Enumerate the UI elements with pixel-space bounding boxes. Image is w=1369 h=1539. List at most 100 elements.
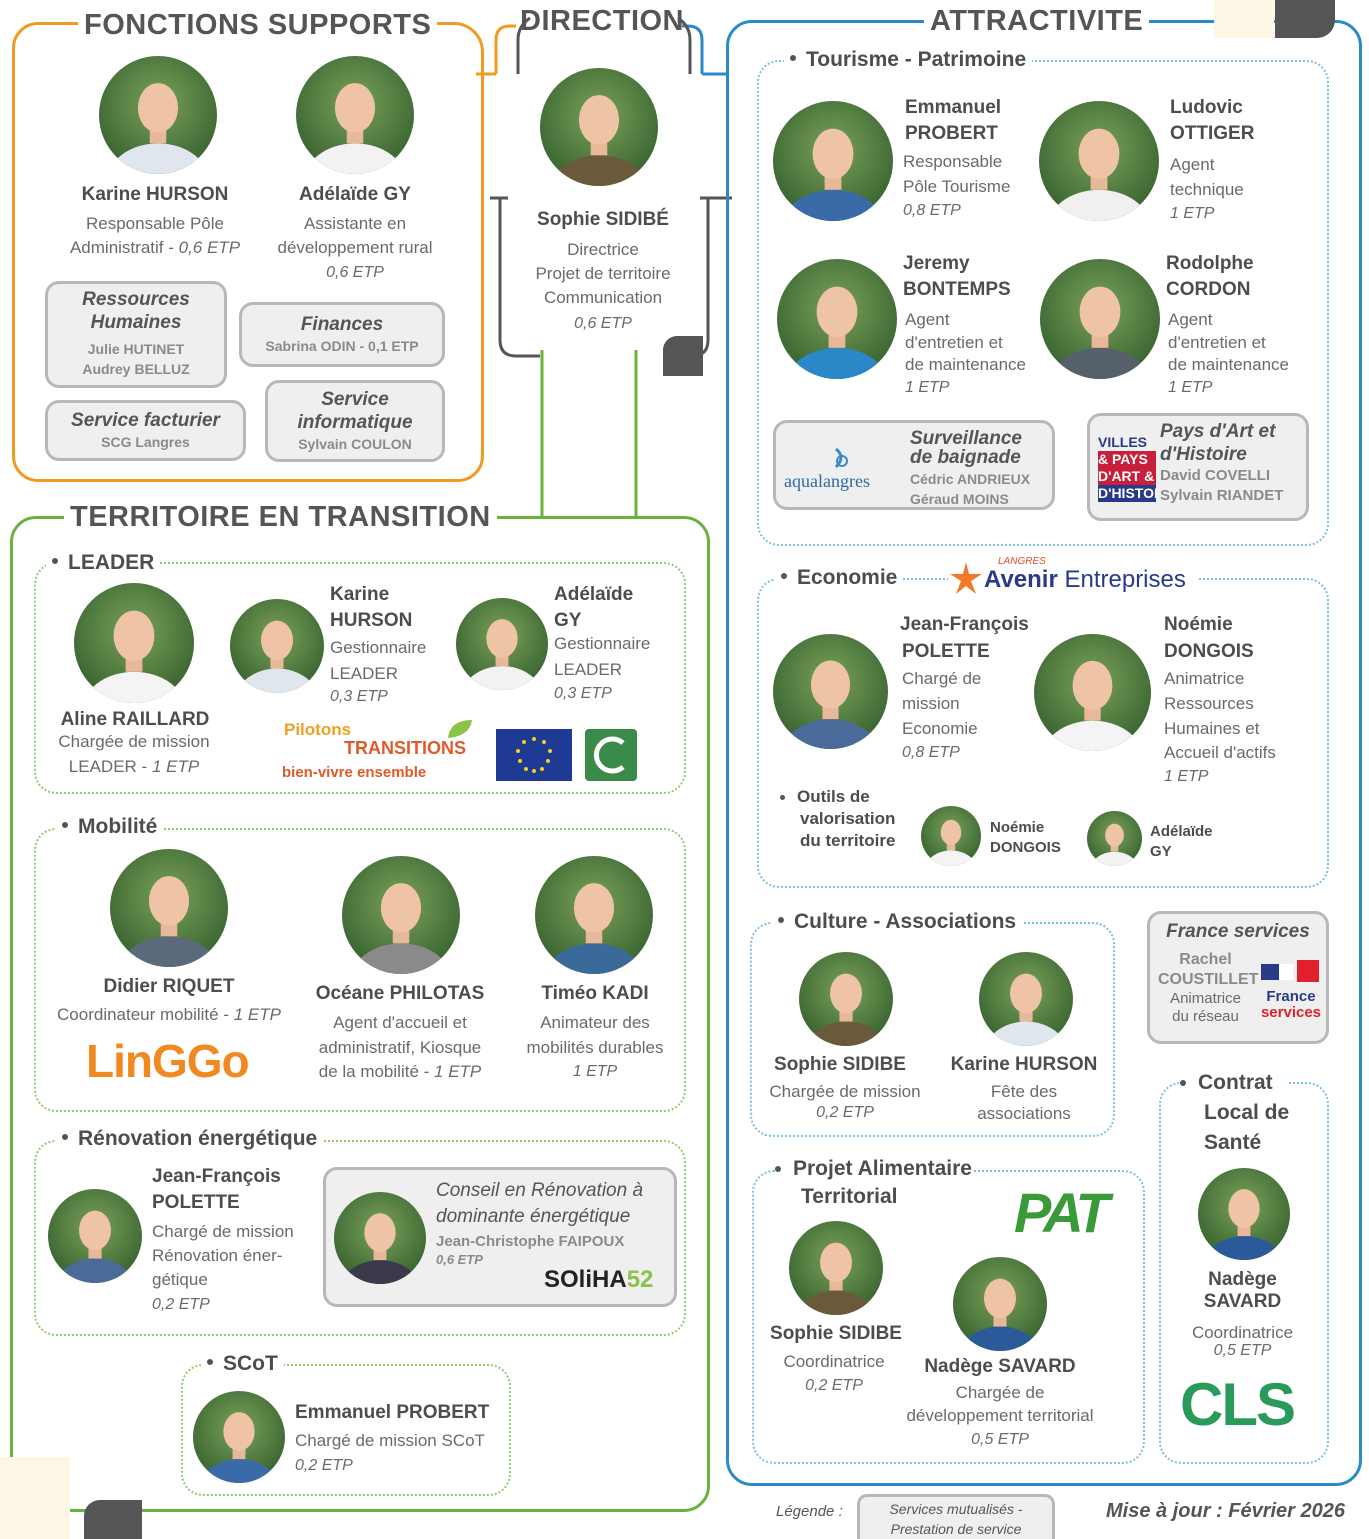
avatar-outils-noemie bbox=[921, 806, 981, 866]
title-cls: Contrat Local de Santé bbox=[1180, 1068, 1290, 1158]
avatar-scot-emmanuel bbox=[193, 1391, 285, 1483]
name-pat-nadege: Nadège SAVARD bbox=[924, 1356, 1076, 1377]
role-projet-territoire: Projet de territoire bbox=[535, 264, 671, 283]
first-jeremy-bontemps: Jeremy bbox=[903, 253, 970, 274]
eu-stars-icon bbox=[516, 737, 552, 773]
role-timeo-kadi: Animateur des bbox=[540, 1013, 650, 1032]
decor-cream-square bbox=[1214, 0, 1274, 38]
avatar-adelaide-gy bbox=[296, 56, 414, 174]
section-title-territoire: TERRITOIRE EN TRANSITION bbox=[64, 500, 497, 534]
section-title-fonctions-supports: FONCTIONS SUPPORTS bbox=[78, 8, 438, 42]
etp-jeremy-bontemps: 1 ETP bbox=[905, 379, 950, 396]
role2-renov-jean-francois: Rénovation éner- bbox=[152, 1246, 283, 1265]
name-aline-raillard: Aline RAILLARD bbox=[60, 709, 210, 730]
role-karine-hurson: Responsable Pôle bbox=[86, 214, 224, 233]
leader-logo bbox=[585, 729, 637, 781]
name-culture-sophie: Sophie SIDIBE bbox=[774, 1054, 906, 1075]
title-renovation: Rénovation énergétique bbox=[56, 1126, 324, 1152]
role3-rodolphe-cordon: de maintenance bbox=[1168, 355, 1289, 374]
flag-icon bbox=[1261, 960, 1319, 982]
first-cls-nadege: Nadège bbox=[1208, 1269, 1277, 1290]
avatar-noemie-dongois bbox=[1034, 634, 1151, 751]
role-leader-adelaide: Gestionnaire bbox=[554, 634, 651, 653]
role3-oceane-philotas: de la mobilité - 1 ETP bbox=[318, 1062, 482, 1081]
role-didier-riquet: Coordinateur mobilité - 1 ETP bbox=[57, 1005, 281, 1024]
avatar-timeo-kadi bbox=[535, 856, 653, 974]
avatar-outils-adelaide bbox=[1087, 811, 1142, 866]
legend-label: Légende : bbox=[776, 1503, 843, 1520]
box-scot bbox=[181, 1364, 511, 1496]
role-culture-sophie: Chargée de mission bbox=[769, 1082, 921, 1101]
box-renovation bbox=[34, 1140, 686, 1336]
etp-cls-nadege: 0,5 ETP bbox=[1213, 1342, 1272, 1359]
avatar-aline-raillard bbox=[74, 583, 194, 703]
box-conseil-renovation: Conseil en Rénovation à dominante énergé… bbox=[323, 1167, 677, 1307]
role2-jeremy-bontemps: d'entretien et bbox=[905, 333, 1003, 352]
etp-sophie-sidibe: 0,6 ETP bbox=[574, 315, 632, 332]
wave-icon bbox=[834, 447, 848, 469]
role-ludovic-ottiger: Agent bbox=[1170, 155, 1215, 174]
decor-dark-bottom bbox=[84, 1500, 142, 1539]
avatar-culture-karine bbox=[979, 952, 1073, 1046]
avatar-leader-adelaide bbox=[456, 598, 548, 690]
role2-emmanuel-probert: Pôle Tourisme bbox=[903, 177, 1011, 196]
box-ressources-humaines: Ressources Humaines Julie HUTINET Audrey… bbox=[45, 281, 227, 388]
etp-noemie-dongois: 1 ETP bbox=[1164, 768, 1209, 785]
box-mobilite bbox=[34, 828, 686, 1112]
avatar-karine-hurson bbox=[99, 56, 217, 174]
box-finances: Finances Sabrina ODIN - 0,1 ETP bbox=[239, 302, 445, 367]
last-jeremy-bontemps: BONTEMPS bbox=[903, 279, 1011, 300]
first-ludovic-ottiger: Ludovic bbox=[1170, 97, 1243, 118]
name-culture-karine: Karine HURSON bbox=[950, 1054, 1098, 1075]
role3-jeremy-bontemps: de maintenance bbox=[905, 355, 1026, 374]
last-jean-francois-polette: POLETTE bbox=[902, 641, 990, 662]
decor-cream-bottom bbox=[0, 1457, 70, 1539]
role3-jean-francois-polette: Economie bbox=[902, 719, 978, 738]
title-mobilite: Mobilité bbox=[56, 814, 164, 840]
aqualangres-logo: aqualangres bbox=[784, 445, 902, 491]
etp-leader-adelaide: 0,3 ETP bbox=[554, 685, 612, 702]
name-karine-hurson: Karine HURSON bbox=[81, 184, 229, 205]
cls-logo: CLS bbox=[1180, 1371, 1296, 1438]
decor-square bbox=[663, 336, 703, 376]
role-noemie-dongois: Animatrice bbox=[1164, 669, 1245, 688]
role2-timeo-kadi: mobilités durables bbox=[526, 1038, 664, 1057]
etp-culture-sophie: 0,2 ETP bbox=[816, 1104, 874, 1121]
role-aline-raillard: Chargée de mission bbox=[58, 732, 210, 751]
etp-aline-raillard: 1 ETP bbox=[151, 757, 200, 776]
etp-pat-nadege: 0,5 ETP bbox=[971, 1431, 1029, 1448]
first-jean-francois-polette: Jean-François bbox=[900, 614, 1029, 635]
role-renov-jean-francois: Chargé de mission bbox=[152, 1222, 294, 1241]
role2-oceane-philotas: administratif, Kiosque bbox=[318, 1038, 482, 1057]
title-scot: SCoT bbox=[201, 1351, 284, 1377]
role-jeremy-bontemps: Agent bbox=[905, 310, 950, 329]
avatar-didier-riquet bbox=[110, 849, 228, 967]
linggo-logo: LinGGo bbox=[86, 1035, 250, 1087]
legend-box: Services mutualisés - Prestation de serv… bbox=[857, 1494, 1055, 1539]
last-leader-karine: HURSON bbox=[330, 610, 413, 631]
role3-noemie-dongois: Humaines et bbox=[1164, 719, 1260, 738]
avatar-pat-sophie bbox=[789, 1221, 883, 1315]
etp-didier-riquet: 1 ETP bbox=[233, 1005, 281, 1024]
soliha-logo: SOliHA52 bbox=[544, 1266, 654, 1293]
first-leader-adelaide: Adélaïde bbox=[554, 584, 634, 605]
role-directrice: Directrice bbox=[567, 240, 639, 259]
section-title-attractivite: ATTRACTIVITE bbox=[924, 4, 1150, 38]
leaf-icon bbox=[448, 720, 472, 738]
name-didier-riquet: Didier RIQUET bbox=[103, 976, 235, 997]
role-pat-nadege: Chargée de bbox=[955, 1383, 1045, 1402]
first-noemie-dongois: Noémie bbox=[1164, 614, 1233, 635]
role3-renov-jean-francois: gétique bbox=[152, 1270, 208, 1289]
etp-timeo-kadi: 1 ETP bbox=[572, 1063, 618, 1080]
role2-rodolphe-cordon: d'entretien et bbox=[1168, 333, 1266, 352]
connector-territoire bbox=[540, 350, 638, 518]
avatar-jean-christophe-faipoux bbox=[334, 1192, 426, 1284]
role2-leader-karine: LEADER bbox=[330, 664, 399, 683]
box-service-informatique: Service informatique Sylvain COULON bbox=[265, 380, 445, 462]
name-pat-sophie: Sophie SIDIBE bbox=[770, 1323, 902, 1344]
avatar-sophie-sidibe bbox=[540, 68, 658, 186]
last-renov-jean-francois: POLETTE bbox=[152, 1192, 240, 1213]
role-scot-emmanuel: Chargé de mission SCoT bbox=[295, 1431, 485, 1450]
outils-valorisation-label: Outils de valorisation du territoire bbox=[780, 786, 895, 852]
avatar-cls-nadege bbox=[1198, 1168, 1290, 1260]
